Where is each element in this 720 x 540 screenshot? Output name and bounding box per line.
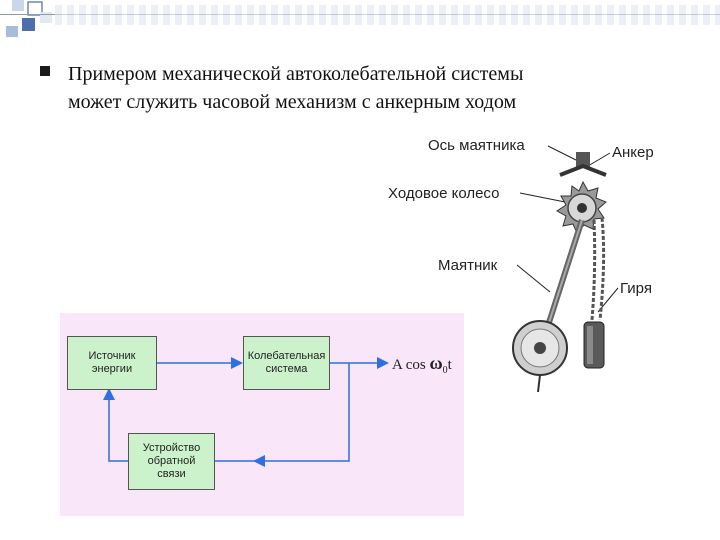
oscillating-system-line-1: Колебательная: [247, 350, 326, 362]
bullet-text-line-1: Примером механической автоколебательной …: [68, 63, 524, 85]
bullet-text-line-2: может служить часовой механизм с анкерны…: [68, 91, 517, 113]
oscillating-system-line-2: система: [265, 363, 308, 375]
flow-lines: [103, 357, 389, 467]
label-pendulum: Маятник: [438, 257, 498, 274]
leader-axis: [547, 145, 577, 161]
formula-prefix: A cos: [392, 357, 430, 373]
feedback-device-line-3: связи: [157, 468, 186, 480]
clock-mechanism-figure: Ось маятника Анкер Ходовое колесо Маятни…: [388, 137, 654, 393]
label-anchor: Анкер: [612, 144, 654, 161]
header-stripes: [55, 5, 720, 25]
output-formula: A cos ω0t: [392, 353, 452, 376]
energy-source-line-1: Источник: [88, 350, 136, 362]
pendulum-axle: [576, 152, 590, 168]
bullet-square-icon: [40, 66, 50, 76]
chain-left: [590, 219, 597, 321]
pendulum-bob: [512, 320, 568, 393]
anchor-arms: [559, 163, 607, 177]
feedback-device-line-2: обратной: [147, 455, 196, 467]
leader-wheel: [519, 192, 566, 203]
leader-anchor: [587, 152, 611, 167]
leader-pendulum: [516, 264, 551, 293]
feedback-device-line-1: Устройство: [142, 442, 201, 454]
formula-omega: ω: [429, 353, 443, 373]
corner-decoration: [6, 0, 52, 37]
label-pendulum-axis: Ось маятника: [428, 137, 525, 154]
formula-subscript: 0: [442, 365, 448, 376]
label-escape-wheel: Ходовое колесо: [388, 185, 499, 202]
label-weight: Гиря: [620, 280, 652, 297]
formula-suffix: t: [447, 357, 452, 373]
chain-right: [598, 217, 606, 321]
arrow-feedback-to-source: [103, 388, 128, 462]
energy-source-line-2: энергии: [91, 363, 133, 375]
